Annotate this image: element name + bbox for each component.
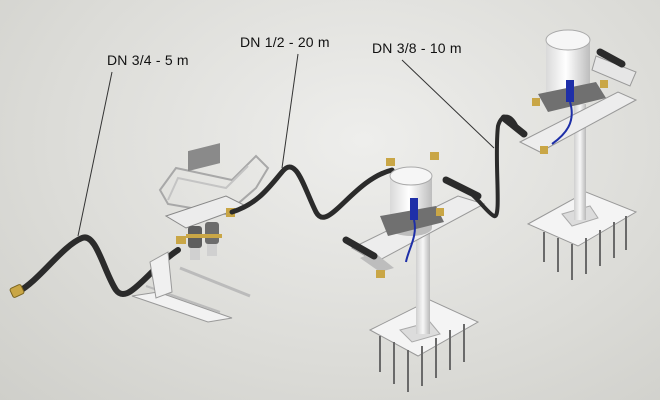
manifold-panel: [188, 143, 220, 172]
leader-line-a: [77, 71, 113, 237]
ground-spikes-1: [379, 324, 465, 392]
ground-spikes-2: [543, 216, 627, 280]
regulator-station: [131, 143, 270, 323]
pressure-regulator-icon: [186, 222, 222, 260]
end-fitting-icon: [9, 284, 25, 298]
hose-dn-3-4: [15, 234, 181, 297]
hose-label-dn-3-8: DN 3/8 - 10 m: [372, 40, 462, 56]
sensor-icon: [566, 80, 574, 102]
collector-unit-2: [500, 29, 638, 280]
leader-line-b: [281, 53, 299, 169]
leader-line-c: [401, 59, 495, 149]
mast-2: [574, 104, 586, 220]
mast-1: [416, 214, 430, 334]
collector-unit-1: [342, 152, 486, 392]
sensor-icon: [410, 198, 418, 220]
hose-label-dn-3-4: DN 3/4 - 5 m: [107, 52, 189, 68]
hose-dn-1-2: [229, 164, 395, 220]
leader-lines: [77, 53, 495, 237]
hose-label-dn-1-2: DN 1/2 - 20 m: [240, 34, 330, 50]
